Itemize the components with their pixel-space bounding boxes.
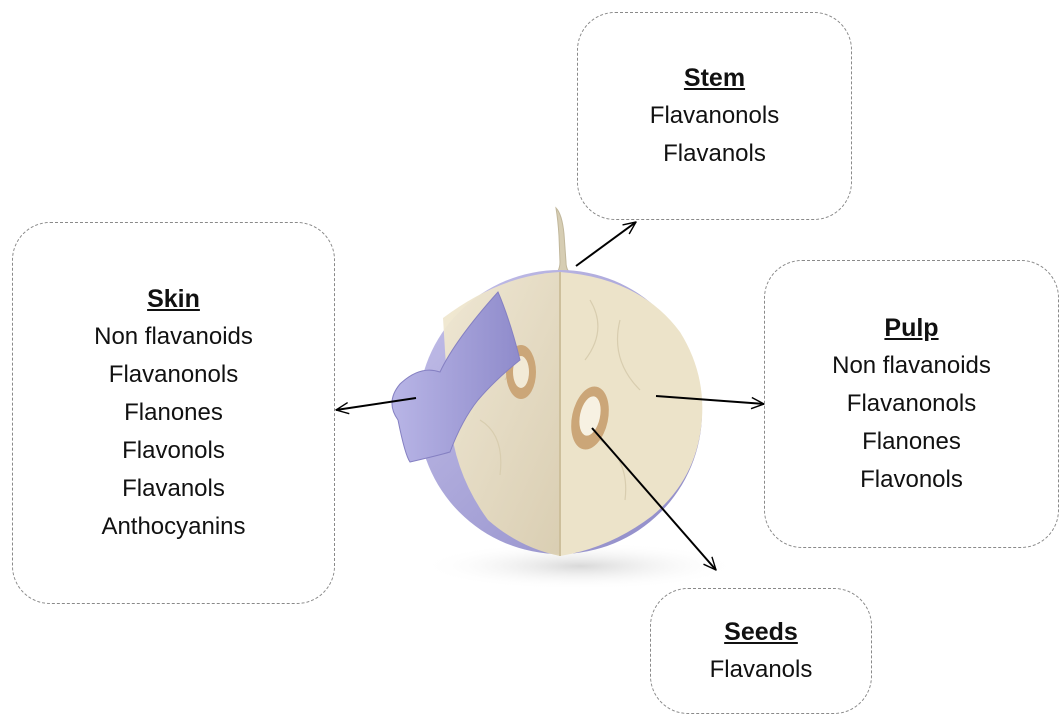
compound-label: Flavanols (122, 470, 225, 508)
compound-label: Flavanonols (109, 356, 238, 394)
compound-label: Flavonols (122, 432, 225, 470)
compound-label: Flavanols (710, 651, 813, 689)
compound-label: Non flavanoids (832, 347, 991, 385)
seeds-items: Flavanols (710, 651, 813, 689)
stem-title: Stem (684, 59, 745, 97)
compound-label: Flanones (862, 423, 961, 461)
seeds-box: Seeds Flavanols (650, 588, 872, 714)
arrow-to-stem (576, 222, 636, 266)
skin-title: Skin (147, 280, 200, 318)
seeds-title: Seeds (724, 613, 798, 651)
compound-label: Non flavanoids (94, 318, 253, 356)
compound-label: Flavonols (860, 461, 963, 499)
compound-label: Flavanonols (650, 97, 779, 135)
pulp-title: Pulp (884, 309, 938, 347)
compound-label: Flavanols (663, 135, 766, 173)
compound-label: Flavanonols (847, 385, 976, 423)
grape-stem (552, 208, 574, 278)
compound-label: Flanones (124, 394, 223, 432)
compound-label: Anthocyanins (101, 508, 245, 546)
